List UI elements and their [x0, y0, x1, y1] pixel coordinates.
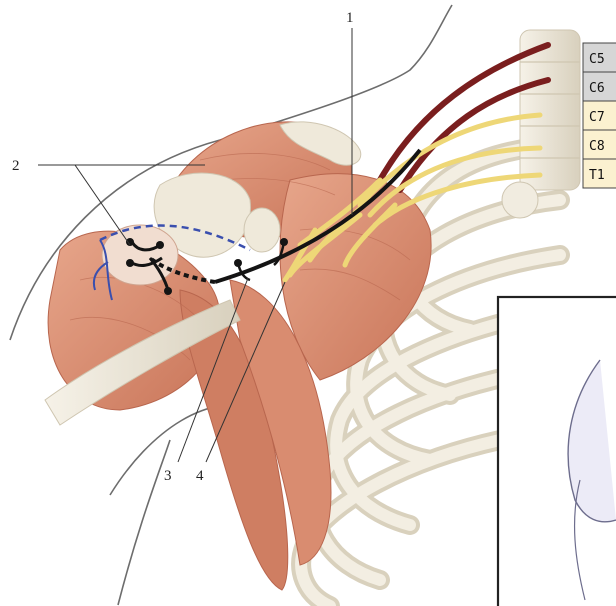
- label-1: 1: [346, 10, 354, 26]
- nerve-root-label-c6: C6: [589, 81, 605, 96]
- nerve-root-label-c7: C7: [589, 110, 605, 125]
- nerve-root-label-t1: T1: [589, 168, 605, 183]
- label-4: 4: [196, 468, 204, 484]
- nerve-root-label-c5: C5: [589, 52, 605, 67]
- label-2: 2: [12, 158, 20, 174]
- nerve-root-label-c8: C8: [589, 139, 605, 154]
- inset-panel: [498, 297, 616, 606]
- label-3: 3: [164, 468, 172, 484]
